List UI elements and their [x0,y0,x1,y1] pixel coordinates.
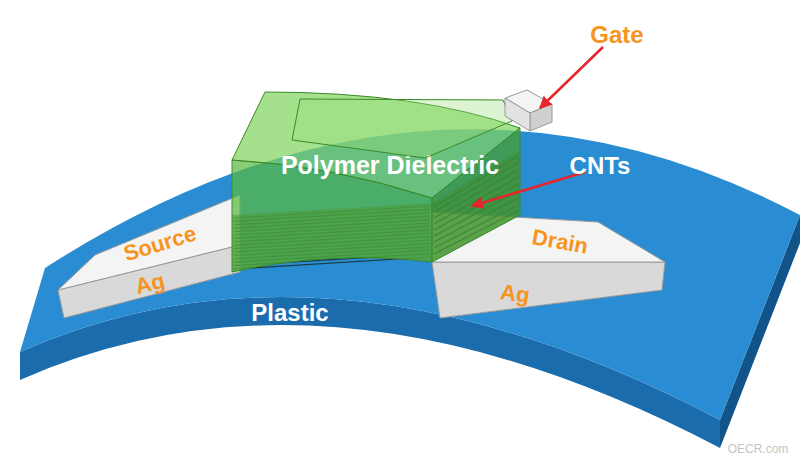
source-electrode: SourceAg [50,190,250,325]
part-label: Gate [590,23,643,47]
layer-label: Polymer Dielectric [281,153,499,178]
leader-arrow [540,47,603,108]
material-label: Ag [499,281,531,307]
shape-face [20,129,800,420]
substrate-label: Plastic [251,301,328,325]
part-label: CNTs [570,154,631,178]
watermark: OECR.com [728,443,789,455]
